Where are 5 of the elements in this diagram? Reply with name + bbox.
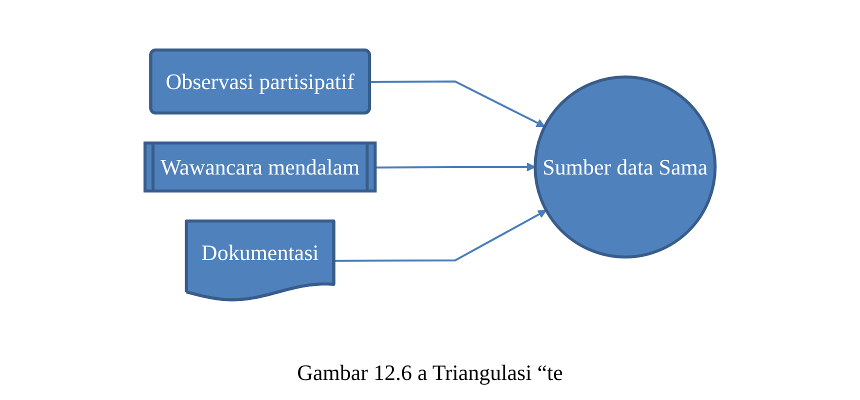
arrow [334, 210, 547, 262]
arrow [370, 80, 546, 128]
arrow [376, 162, 536, 172]
node-circle: Sumber data Sama [534, 76, 717, 259]
caption: Gambar 12.6 a Triangulasi “te [296, 360, 564, 386]
